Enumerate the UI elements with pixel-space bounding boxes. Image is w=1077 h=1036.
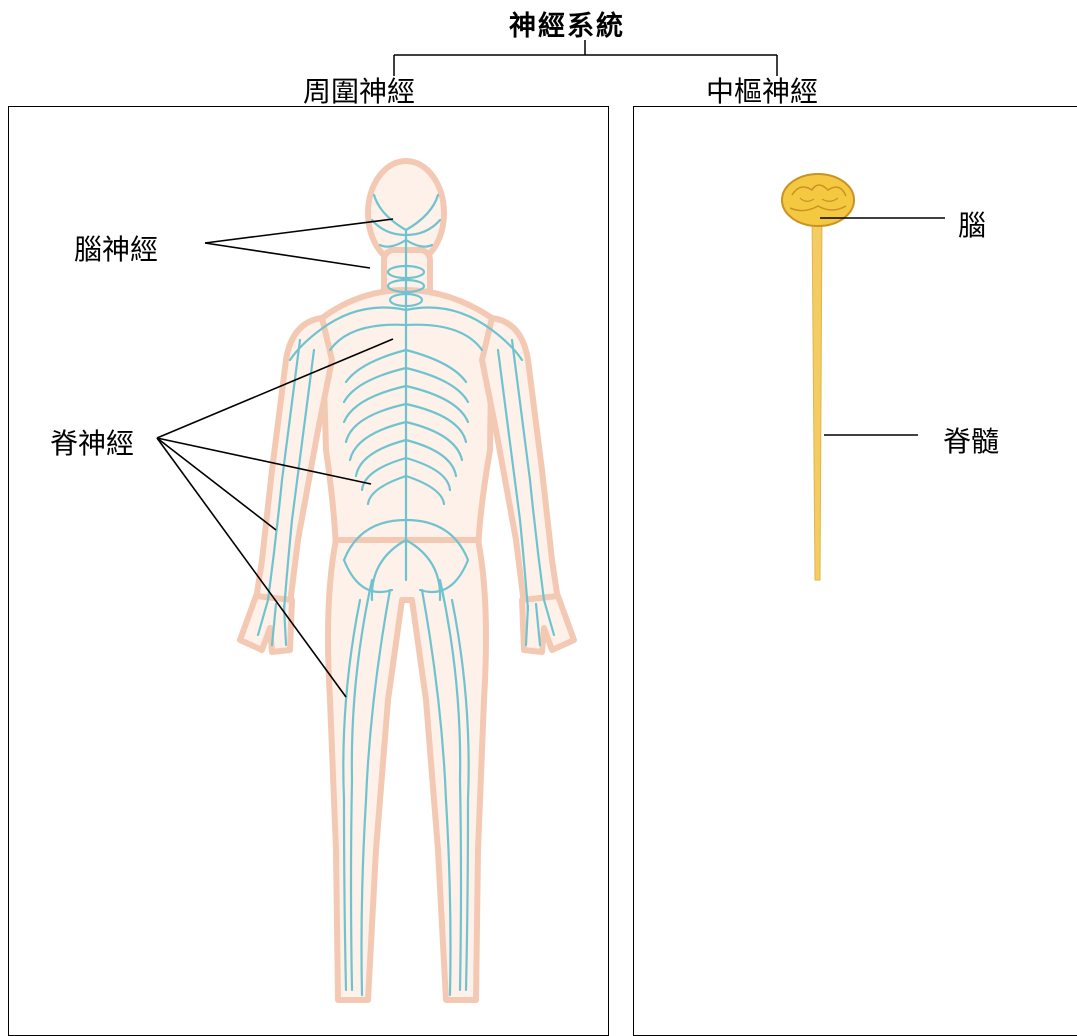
peripheral-nervous-heading: 周圍神經 xyxy=(303,75,416,108)
central-nervous-heading: 中樞神經 xyxy=(706,75,819,108)
brain-label: 腦 xyxy=(958,209,987,242)
central-pointer-lines xyxy=(820,217,945,436)
cranial-nerves-label: 腦神經 xyxy=(74,233,159,266)
brain-and-spinal-cord xyxy=(781,173,855,581)
spinal-nerves-label: 脊神經 xyxy=(50,427,135,460)
diagram-title: 神經系統 xyxy=(509,11,625,42)
hierarchy-bracket xyxy=(393,40,778,76)
nerve-network xyxy=(256,193,556,997)
spinal-cord-label: 脊髓 xyxy=(943,425,1000,458)
peripheral-pointer-lines xyxy=(156,218,394,698)
